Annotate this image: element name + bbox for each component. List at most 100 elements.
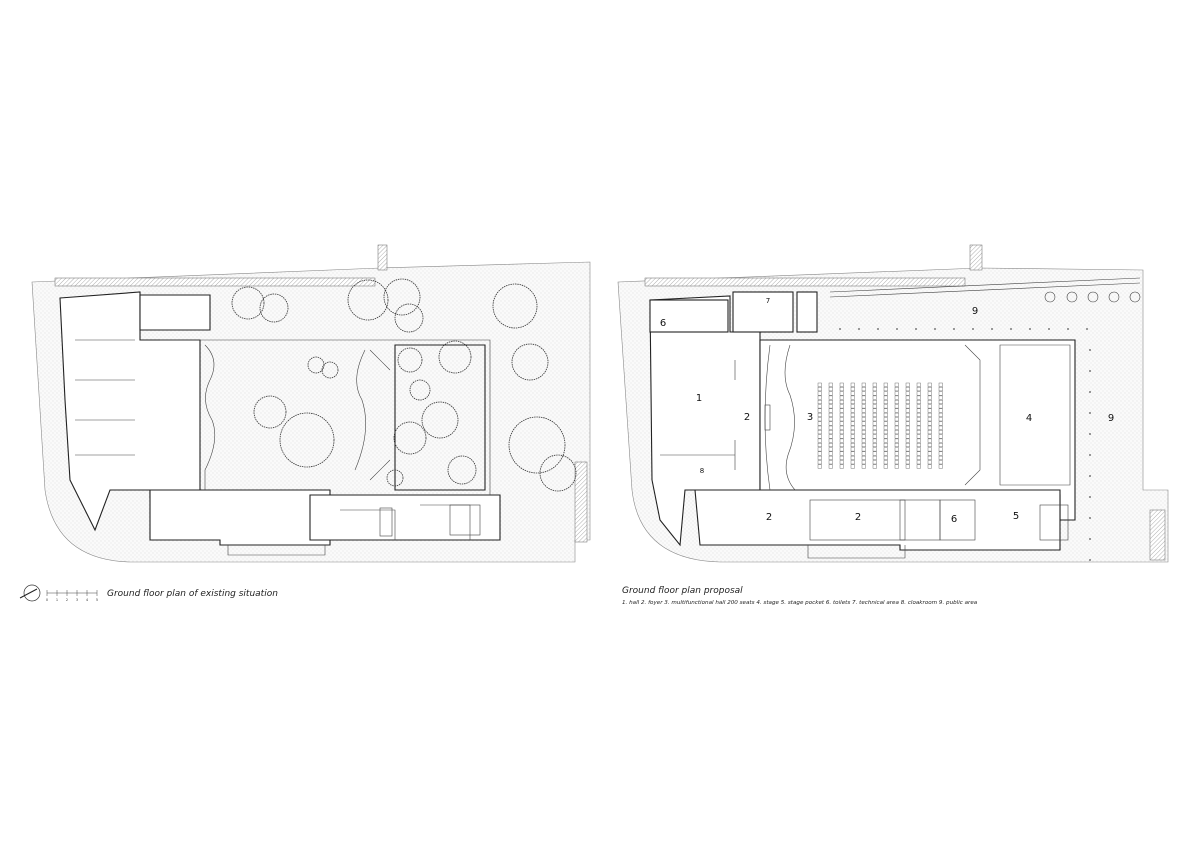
seat bbox=[938, 425, 943, 430]
seat bbox=[839, 430, 844, 435]
seat bbox=[938, 400, 943, 405]
seat bbox=[938, 438, 943, 443]
seat bbox=[817, 404, 822, 409]
room-label-stage-pocket: 5 bbox=[1013, 511, 1019, 522]
seat bbox=[894, 447, 899, 452]
seat bbox=[894, 404, 899, 409]
seat bbox=[861, 412, 866, 417]
seat bbox=[894, 382, 899, 387]
cafe-tables bbox=[1044, 291, 1141, 303]
auditorium-seating bbox=[817, 382, 943, 469]
seat bbox=[905, 417, 910, 422]
seat bbox=[883, 460, 888, 465]
seat bbox=[905, 451, 910, 456]
room-label-foyer: 2 bbox=[744, 412, 750, 423]
seat bbox=[927, 382, 932, 387]
seat bbox=[817, 391, 822, 396]
seat bbox=[883, 387, 888, 392]
bollard bbox=[915, 328, 917, 330]
seat bbox=[828, 430, 833, 435]
seat bbox=[817, 421, 822, 426]
seat bbox=[828, 443, 833, 448]
seat bbox=[927, 412, 932, 417]
seat bbox=[872, 443, 877, 448]
seat bbox=[850, 395, 855, 400]
seat bbox=[850, 464, 855, 469]
seat bbox=[839, 451, 844, 456]
seat bbox=[850, 391, 855, 396]
seat bbox=[894, 421, 899, 426]
seat bbox=[872, 447, 877, 452]
seat bbox=[883, 455, 888, 460]
seat bbox=[861, 382, 866, 387]
bollard bbox=[991, 328, 993, 330]
seat bbox=[839, 391, 844, 396]
seat bbox=[905, 455, 910, 460]
seat bbox=[817, 400, 822, 405]
bollard bbox=[1089, 538, 1091, 540]
seat bbox=[861, 460, 866, 465]
seat bbox=[916, 421, 921, 426]
seat bbox=[861, 400, 866, 405]
seat bbox=[828, 460, 833, 465]
seat bbox=[927, 438, 932, 443]
seat bbox=[817, 425, 822, 430]
seat bbox=[883, 391, 888, 396]
bollard bbox=[1089, 391, 1091, 393]
seat bbox=[828, 434, 833, 439]
seat bbox=[927, 417, 932, 422]
seat bbox=[905, 447, 910, 452]
seat bbox=[850, 408, 855, 413]
seat bbox=[883, 412, 888, 417]
seat bbox=[894, 408, 899, 413]
seat bbox=[861, 425, 866, 430]
seat bbox=[905, 387, 910, 392]
room-label-hall: 1 bbox=[696, 393, 702, 404]
seat bbox=[938, 395, 943, 400]
seat bbox=[839, 447, 844, 452]
room-label-public-area: 9 bbox=[1108, 413, 1114, 424]
bollard bbox=[1089, 475, 1091, 477]
scale-tick-label: 0 bbox=[46, 598, 48, 602]
seat bbox=[927, 451, 932, 456]
seat bbox=[872, 400, 877, 405]
seat bbox=[905, 421, 910, 426]
seat bbox=[938, 408, 943, 413]
seat bbox=[883, 382, 888, 387]
seat bbox=[927, 425, 932, 430]
proposal-plan: 6 7 9 1 2 3 4 9 8 2 2 6 5 bbox=[617, 244, 1169, 563]
seat bbox=[839, 434, 844, 439]
seat bbox=[927, 464, 932, 469]
room-label-toilets: 6 bbox=[951, 514, 957, 525]
seat bbox=[927, 447, 932, 452]
seat bbox=[905, 391, 910, 396]
seat bbox=[916, 434, 921, 439]
seat bbox=[817, 430, 822, 435]
bollard bbox=[1089, 517, 1091, 519]
seat bbox=[828, 447, 833, 452]
seat bbox=[850, 400, 855, 405]
seat bbox=[828, 451, 833, 456]
seat bbox=[927, 460, 932, 465]
seat bbox=[905, 382, 910, 387]
seat bbox=[839, 382, 844, 387]
seat bbox=[817, 408, 822, 413]
seat bbox=[894, 387, 899, 392]
seat bbox=[850, 443, 855, 448]
seat bbox=[938, 434, 943, 439]
seat bbox=[938, 421, 943, 426]
seat bbox=[927, 434, 932, 439]
seat bbox=[817, 395, 822, 400]
seat bbox=[916, 417, 921, 422]
seat bbox=[916, 455, 921, 460]
seat bbox=[883, 451, 888, 456]
seat bbox=[850, 404, 855, 409]
seat bbox=[894, 438, 899, 443]
seat bbox=[839, 438, 844, 443]
seat bbox=[872, 382, 877, 387]
seat bbox=[916, 425, 921, 430]
seat bbox=[839, 417, 844, 422]
seat bbox=[927, 430, 932, 435]
seat bbox=[883, 400, 888, 405]
seat bbox=[817, 412, 822, 417]
